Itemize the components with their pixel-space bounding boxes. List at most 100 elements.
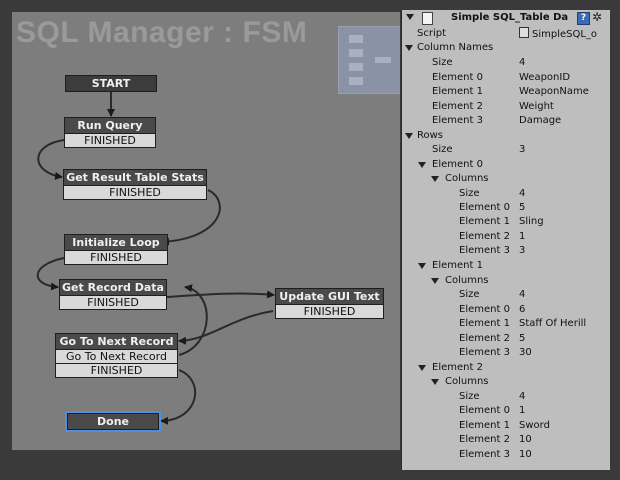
cell-row: Element 3 3 [402, 244, 610, 258]
expand-arrow-icon[interactable] [431, 176, 439, 182]
element-field[interactable]: 30 [519, 347, 532, 358]
event-go-to-next-record[interactable]: Go To Next Record [55, 350, 178, 364]
expand-arrow-icon[interactable] [418, 365, 426, 371]
event-finished[interactable]: FINISHED [64, 251, 168, 265]
size-field[interactable]: 4 [519, 188, 526, 199]
rows-foldout[interactable]: Rows [402, 129, 610, 143]
script-field[interactable]: SimpleSQL_o [519, 27, 597, 42]
state-get-record-data[interactable]: Get Record Data FINISHED [59, 279, 167, 310]
columns-foldout[interactable]: Columns [402, 172, 610, 186]
expand-arrow-icon[interactable] [406, 14, 414, 20]
element-label: Element 3 [432, 115, 483, 126]
column-name-row: Element 3 Damage [402, 114, 610, 128]
columns-label: Columns [445, 376, 489, 387]
help-icon[interactable]: ? [577, 12, 590, 25]
size-field[interactable]: 4 [519, 289, 526, 300]
size-label: Size [432, 144, 453, 155]
expand-arrow-icon[interactable] [418, 162, 426, 168]
columns-size-row: Size 4 [402, 187, 610, 201]
inspector-header: Simple SQL_Table Da ? ✲ [402, 10, 610, 27]
element-label: Element 2 [432, 101, 483, 112]
script-row: Script SimpleSQL_o [402, 27, 610, 41]
state-init-loop-title: Initialize Loop [64, 234, 168, 251]
state-done[interactable]: Done [67, 413, 159, 430]
size-label: Size [459, 188, 480, 199]
element-label: Element 0 [459, 304, 510, 315]
element-field[interactable]: Sling [519, 216, 544, 227]
element-field[interactable]: WeaponID [519, 72, 571, 83]
element-field[interactable]: Weight [519, 101, 554, 112]
size-field[interactable]: 4 [519, 391, 526, 402]
expand-arrow-icon[interactable] [405, 133, 413, 139]
element-field[interactable]: Damage [519, 115, 562, 126]
columns-foldout[interactable]: Columns [402, 274, 610, 288]
expand-arrow-icon[interactable] [418, 263, 426, 269]
fsm-title: SQL Manager : FSM [16, 16, 308, 49]
size-field[interactable]: 4 [519, 57, 526, 68]
rows-size-row: Size 3 [402, 143, 610, 157]
element-label: Element 2 [459, 333, 510, 344]
state-go-to-next-record[interactable]: Go To Next Record Go To Next Record FINI… [55, 333, 178, 378]
element-field[interactable]: 10 [519, 449, 532, 460]
event-finished[interactable]: FINISHED [55, 364, 178, 378]
element-label: Element 1 [459, 420, 510, 431]
inspector-panel[interactable]: Simple SQL_Table Da ? ✲ Script SimpleSQL… [401, 10, 610, 470]
columns-foldout[interactable]: Columns [402, 375, 610, 389]
cell-row: Element 0 6 [402, 303, 610, 317]
state-update-gui-text[interactable]: Update GUI Text FINISHED [275, 288, 384, 319]
element-field[interactable]: 10 [519, 434, 532, 445]
state-get-result-table-stats[interactable]: Get Result Table Stats FINISHED [63, 169, 207, 200]
gear-icon[interactable]: ✲ [592, 10, 603, 24]
size-label: Size [432, 57, 453, 68]
event-finished[interactable]: FINISHED [63, 186, 207, 200]
cell-row: Element 3 30 [402, 346, 610, 360]
minimap[interactable] [338, 26, 400, 94]
element-field[interactable]: 6 [519, 304, 526, 315]
row-element-foldout[interactable]: Element 2 [402, 361, 610, 375]
row-element-label: Element 0 [432, 159, 483, 170]
state-start[interactable]: START [65, 75, 157, 92]
element-field[interactable]: 3 [519, 245, 526, 256]
state-initialize-loop[interactable]: Initialize Loop FINISHED [64, 234, 168, 265]
element-label: Element 0 [459, 405, 510, 416]
cell-row: Element 1 Staff Of Herill [402, 317, 610, 331]
column-names-foldout[interactable]: Column Names [402, 41, 610, 55]
row-element-label: Element 2 [432, 362, 483, 373]
size-field[interactable]: 3 [519, 144, 526, 155]
expand-arrow-icon[interactable] [405, 45, 413, 51]
state-done-title: Done [67, 413, 159, 430]
state-run-query[interactable]: Run Query FINISHED [64, 117, 156, 148]
element-field[interactable]: 1 [519, 231, 526, 242]
element-field[interactable]: 5 [519, 333, 526, 344]
cell-row: Element 1 Sling [402, 215, 610, 229]
expand-arrow-icon[interactable] [431, 278, 439, 284]
element-field[interactable]: 5 [519, 202, 526, 213]
columns-label: Columns [445, 173, 489, 184]
event-finished[interactable]: FINISHED [64, 134, 156, 148]
event-finished[interactable]: FINISHED [59, 296, 167, 310]
column-names-label: Column Names [417, 42, 494, 53]
size-label: Size [459, 391, 480, 402]
element-label: Element 0 [459, 202, 510, 213]
event-finished[interactable]: FINISHED [275, 305, 384, 319]
state-get-stats-title: Get Result Table Stats [63, 169, 207, 186]
script-value: SimpleSQL_o [532, 29, 598, 40]
row-element-foldout[interactable]: Element 0 [402, 158, 610, 172]
element-field[interactable]: WeaponName [519, 86, 589, 97]
element-label: Element 3 [459, 347, 510, 358]
row-element-foldout[interactable]: Element 1 [402, 259, 610, 273]
element-field[interactable]: Sword [519, 420, 550, 431]
column-name-row: Element 0 WeaponID [402, 71, 610, 85]
element-label: Element 0 [432, 72, 483, 83]
script-label: Script [417, 28, 447, 39]
script-icon [519, 27, 529, 38]
rows-label: Rows [417, 130, 444, 141]
state-start-title: START [65, 75, 157, 92]
cell-row: Element 2 10 [402, 433, 610, 447]
element-field[interactable]: 1 [519, 405, 526, 416]
element-field[interactable]: Staff Of Herill [519, 318, 587, 329]
state-update-gui-title: Update GUI Text [275, 288, 384, 305]
element-label: Element 2 [459, 434, 510, 445]
expand-arrow-icon[interactable] [431, 379, 439, 385]
cell-row: Element 1 Sword [402, 419, 610, 433]
